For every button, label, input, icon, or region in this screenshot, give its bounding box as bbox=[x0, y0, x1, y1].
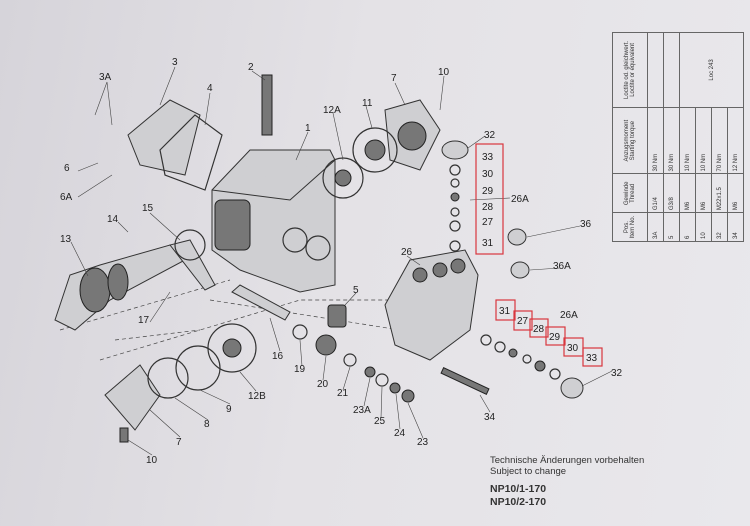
valve-group-upper-highlight bbox=[475, 143, 504, 255]
callout-valve-upper: 31 bbox=[482, 238, 494, 249]
cell-item: 32 bbox=[711, 212, 728, 242]
change-note-de: Technische Änderungen vorbehalten bbox=[490, 455, 645, 466]
callout-36: 36 bbox=[580, 219, 592, 230]
callout-23: 23 bbox=[417, 437, 429, 448]
callout-4: 4 bbox=[207, 83, 213, 94]
cell-torque: 12 Nm bbox=[727, 107, 744, 174]
callout-9: 9 bbox=[226, 404, 232, 415]
crankshaft-part-13 bbox=[54, 244, 186, 331]
callout-17: 17 bbox=[138, 315, 150, 326]
flange-part-7-lower bbox=[104, 364, 161, 431]
callout-26A-lower: 26A bbox=[560, 310, 578, 321]
callout-15: 15 bbox=[142, 203, 154, 214]
callout-11: 11 bbox=[362, 98, 373, 109]
callout-valve-upper: 27 bbox=[482, 217, 494, 228]
header-torque: Anzugsmoment Starting torque bbox=[612, 107, 648, 174]
callout-3A: 3A bbox=[99, 72, 112, 83]
cell-item: 34 bbox=[727, 212, 744, 242]
callout-20: 20 bbox=[317, 379, 329, 390]
model-number-1: NP10/1-170 bbox=[490, 483, 547, 495]
cell-thread: G3/8 bbox=[663, 173, 680, 213]
callout-14: 14 bbox=[107, 214, 119, 225]
bolt-part-2 bbox=[261, 74, 273, 136]
callout-10: 10 bbox=[438, 67, 450, 78]
callout-26: 26 bbox=[401, 247, 413, 258]
callout-21: 21 bbox=[337, 388, 349, 399]
cell-thread: M6 bbox=[695, 173, 712, 213]
cell-torque: 30 Nm bbox=[647, 107, 664, 174]
callout-valve-lower: 30 bbox=[567, 343, 579, 354]
callout-19: 19 bbox=[294, 364, 306, 375]
callout-valve-upper: 33 bbox=[482, 152, 494, 163]
callout-12B: 12B bbox=[248, 391, 266, 402]
model-number-2: NP10/2-170 bbox=[490, 496, 547, 508]
callout-7: 7 bbox=[391, 73, 397, 84]
callout-36A: 36A bbox=[553, 261, 571, 272]
callout-13: 13 bbox=[60, 234, 72, 245]
header-thread: Gewinde Thread bbox=[612, 173, 648, 213]
callout-2: 2 bbox=[248, 62, 254, 73]
cell-thread: G1/4 bbox=[647, 173, 664, 213]
torque-table: Pos. Item No. Gewinde Thread Anzugsmomen… bbox=[612, 32, 744, 242]
callout-valve-upper: 29 bbox=[482, 186, 494, 197]
callout-3: 3 bbox=[172, 57, 178, 68]
cell-thread: M6 bbox=[679, 173, 696, 213]
crankcase-part-1 bbox=[211, 149, 336, 293]
cell-loctite: Loc 243 bbox=[679, 32, 744, 108]
callout-10-lower: 10 bbox=[146, 455, 158, 466]
callout-1: 1 bbox=[305, 123, 311, 134]
header-item: Pos. Item No. bbox=[612, 212, 648, 242]
cell-torque: 10 Nm bbox=[679, 107, 696, 174]
callout-valve-lower: 27 bbox=[517, 316, 529, 327]
callout-16: 16 bbox=[272, 351, 284, 362]
cell-thread: M22x1.5 bbox=[711, 173, 728, 213]
callout-24: 24 bbox=[394, 428, 406, 439]
cell-item: 3A bbox=[647, 212, 664, 242]
cover-part-3 bbox=[127, 99, 201, 176]
callout-valve-lower: 31 bbox=[499, 306, 511, 317]
change-note-en: Subject to change bbox=[490, 466, 567, 477]
callout-5: 5 bbox=[353, 285, 359, 296]
manifold-part-26 bbox=[384, 249, 479, 361]
bearing-12A bbox=[322, 157, 364, 199]
gasket-part-4 bbox=[159, 114, 223, 191]
cell-item: 10 bbox=[695, 212, 712, 242]
bolt-part-34 bbox=[440, 367, 490, 395]
callout-6: 6 bbox=[64, 163, 70, 174]
callout-valve-upper: 30 bbox=[482, 169, 494, 180]
cell-torque: 10 Nm bbox=[695, 107, 712, 174]
callout-25: 25 bbox=[374, 416, 386, 427]
callout-12A: 12A bbox=[323, 105, 341, 116]
cell-thread: M6 bbox=[727, 173, 744, 213]
callout-23A: 23A bbox=[353, 405, 371, 416]
cell-item: 5 bbox=[663, 212, 680, 242]
header-loctite: Loctite od. gleichwert. Loctite or equiv… bbox=[612, 32, 648, 108]
cell-item: 6 bbox=[679, 212, 696, 242]
cell-torque: 30 Nm bbox=[663, 107, 680, 174]
cell-torque: 70 Nm bbox=[711, 107, 728, 174]
callout-valve-lower: 29 bbox=[549, 332, 561, 343]
callout-7-lower: 7 bbox=[176, 437, 182, 448]
callout-6A: 6A bbox=[60, 192, 73, 203]
callout-32: 32 bbox=[484, 130, 496, 141]
seal-11 bbox=[352, 127, 398, 173]
callout-valve-lower: 28 bbox=[533, 324, 545, 335]
callout-valve-lower: 33 bbox=[586, 353, 598, 364]
callout-34: 34 bbox=[484, 412, 496, 423]
callout-26A-upper: 26A bbox=[511, 194, 529, 205]
callout-8: 8 bbox=[204, 419, 210, 430]
callout-32-lower: 32 bbox=[611, 368, 623, 379]
callout-valve-upper: 28 bbox=[482, 202, 494, 213]
